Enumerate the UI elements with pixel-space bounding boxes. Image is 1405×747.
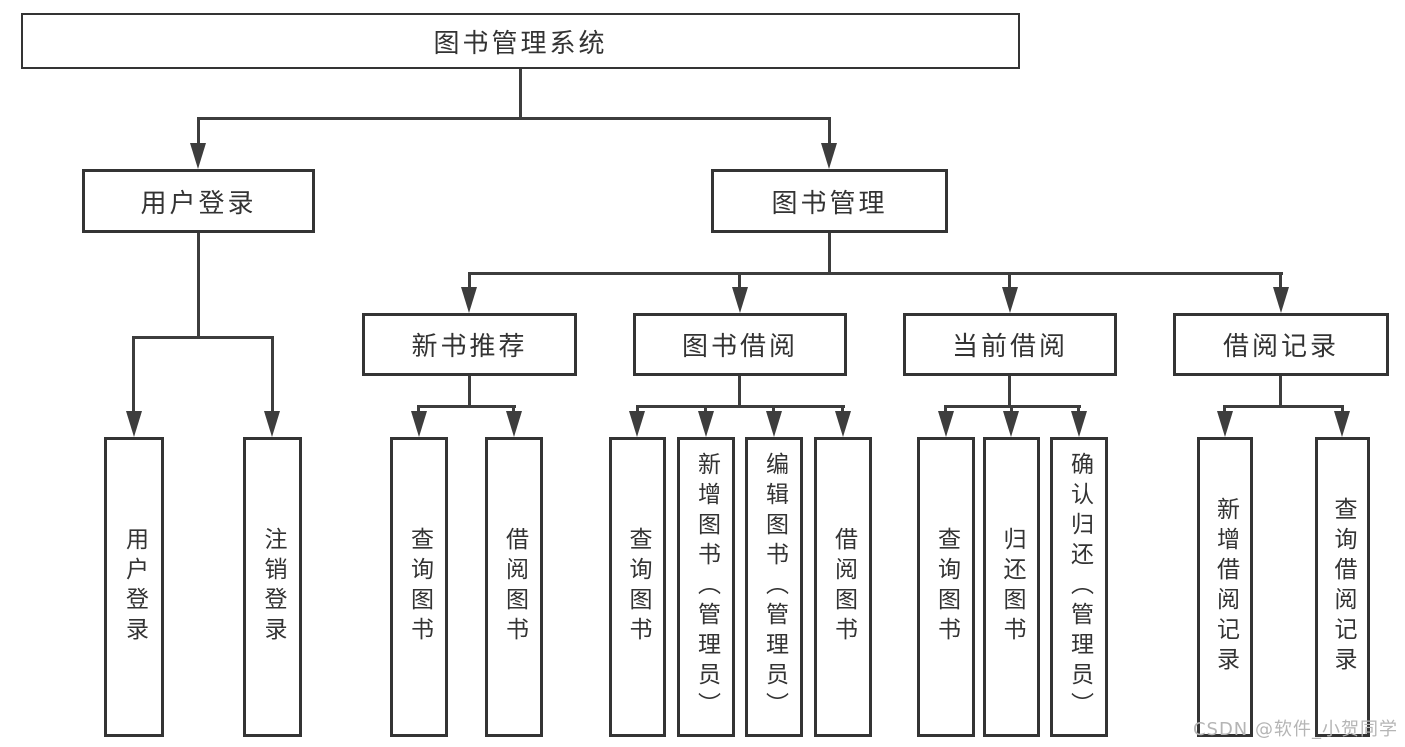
arrow-down xyxy=(1334,411,1350,437)
leaf-records-query-record: 查询借阅记录 xyxy=(1315,437,1370,737)
node-borrowing-records: 借阅记录 xyxy=(1173,313,1389,376)
connector-leaf xyxy=(772,405,775,413)
arrow-down xyxy=(190,143,206,169)
connector-book-management-stem xyxy=(828,233,831,275)
connector-borrowing-records-stem xyxy=(1279,376,1282,408)
connector-to-borrowing-records xyxy=(1279,272,1282,289)
connector-leaf xyxy=(944,405,947,413)
leaf-borrowing-edit-books-admin: 编辑图书（管理员） xyxy=(745,437,803,737)
leaf-borrowing-add-books-admin: 新增图书（管理员） xyxy=(677,437,735,737)
node-user-login: 用户登录 xyxy=(82,169,315,233)
connector-current-borrowing-stem xyxy=(1008,376,1011,408)
connector-to-book-management xyxy=(828,117,831,145)
connector-leaf xyxy=(704,405,707,413)
connector-borrowing-records-split xyxy=(1223,405,1344,408)
leaf-borrowing-query-books: 查询图书 xyxy=(609,437,666,737)
connector-user-login-split xyxy=(132,336,274,339)
connector-leaf xyxy=(1077,405,1080,413)
arrow-down xyxy=(938,411,954,437)
connector-leaf xyxy=(417,405,420,413)
node-library-management-system: 图书管理系统 xyxy=(21,13,1020,69)
leaf-current-return-books: 归还图书 xyxy=(983,437,1040,737)
arrow-down xyxy=(461,287,477,313)
leaf-borrowing-borrow-books: 借阅图书 xyxy=(814,437,872,737)
connector-leaf xyxy=(1341,405,1344,413)
connector-leaf xyxy=(1223,405,1226,413)
connector-book-borrowing-stem xyxy=(738,376,741,408)
connector-root-stem xyxy=(519,69,522,120)
node-new-book-recommendation: 新书推荐 xyxy=(362,313,577,376)
connector-leaf xyxy=(841,405,844,413)
leaf-newbook-query-books: 查询图书 xyxy=(390,437,448,737)
arrow-down xyxy=(629,411,645,437)
arrow-down xyxy=(126,411,142,437)
arrow-down xyxy=(1273,287,1289,313)
node-book-borrowing: 图书借阅 xyxy=(633,313,847,376)
arrow-down xyxy=(1003,411,1019,437)
arrow-down xyxy=(821,143,837,169)
arrow-down xyxy=(835,411,851,437)
connector-to-user-login xyxy=(197,117,200,145)
connector-to-leaf-logout xyxy=(271,336,274,413)
connector-book-management-split xyxy=(468,272,1283,275)
arrow-down xyxy=(1071,411,1087,437)
connector-root-split xyxy=(197,117,831,120)
leaf-user-login: 用户登录 xyxy=(104,437,164,737)
connector-to-leaf-user-login xyxy=(132,336,135,413)
arrow-down xyxy=(1002,287,1018,313)
connector-leaf xyxy=(512,405,515,413)
node-current-borrowing: 当前借阅 xyxy=(903,313,1117,376)
connector-new-book-split xyxy=(417,405,516,408)
connector-leaf xyxy=(1010,405,1013,413)
arrow-down xyxy=(411,411,427,437)
leaf-current-confirm-return-admin: 确认归还（管理员） xyxy=(1050,437,1108,737)
csdn-watermark: CSDN @软件_小贺同学 xyxy=(1192,719,1398,740)
leaf-records-add-record: 新增借阅记录 xyxy=(1197,437,1253,737)
connector-to-book-borrowing xyxy=(738,272,741,289)
leaf-logout: 注销登录 xyxy=(243,437,302,737)
leaf-newbook-borrow-books: 借阅图书 xyxy=(485,437,543,737)
arrow-down xyxy=(1217,411,1233,437)
arrow-down xyxy=(732,287,748,313)
leaf-current-query-books: 查询图书 xyxy=(917,437,975,737)
connector-to-current-borrowing xyxy=(1008,272,1011,289)
arrow-down xyxy=(766,411,782,437)
node-book-management: 图书管理 xyxy=(711,169,948,233)
connector-user-login-stem xyxy=(197,233,200,339)
connector-to-new-book xyxy=(468,272,471,289)
connector-book-borrowing-split xyxy=(636,405,845,408)
arrow-down xyxy=(506,411,522,437)
arrow-down xyxy=(264,411,280,437)
connector-new-book-stem xyxy=(468,376,471,408)
connector-leaf xyxy=(636,405,639,413)
arrow-down xyxy=(698,411,714,437)
